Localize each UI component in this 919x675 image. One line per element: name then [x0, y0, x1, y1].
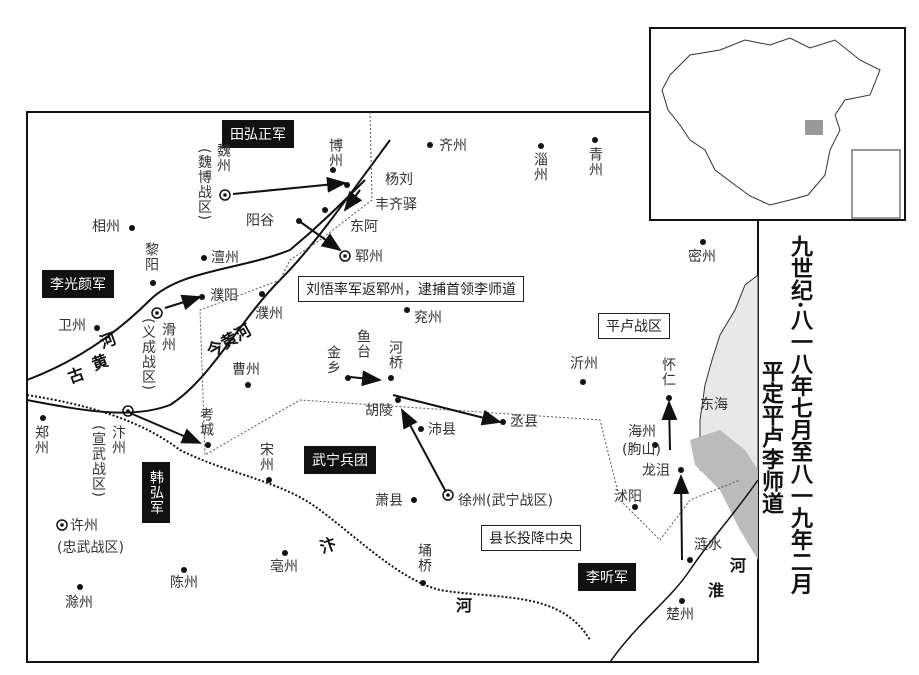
- place-label: 亳州: [270, 559, 298, 575]
- place-label: 龙沮: [642, 463, 670, 479]
- river-label: 河: [730, 556, 747, 575]
- city-dots: [40, 137, 706, 604]
- place-label: (义成战区): [140, 318, 156, 391]
- place-label: (宣武战区): [90, 425, 106, 498]
- place-label: 郓州: [355, 249, 383, 265]
- army-label-hanhong: 韩弘军: [142, 462, 170, 523]
- place-label: 宋州: [258, 442, 274, 472]
- map-title-subject: 平定平卢李师道: [758, 360, 784, 514]
- place-label: 淄州: [532, 152, 548, 182]
- note-liuwu: 刘悟率军返郓州，逮捕首领李师道: [298, 276, 524, 302]
- place-label: 徐州(武宁战区): [458, 493, 553, 509]
- place-label: 东海: [700, 397, 728, 413]
- place-label: 丰齐驿: [375, 197, 417, 213]
- place-label: 河桥: [387, 340, 403, 370]
- place-label: 齐州: [439, 138, 467, 154]
- old-yellow-river-bank: [26, 139, 391, 414]
- capital-markers: [56, 189, 454, 531]
- place-label: (朐山): [622, 442, 661, 458]
- place-label: 魏州: [215, 143, 231, 173]
- place-label: 海州: [628, 424, 656, 440]
- bian-river: [26, 394, 591, 641]
- note-pinglu: 平卢战区: [598, 313, 670, 339]
- place-label: 密州: [688, 249, 716, 265]
- army-label-liting: 李听军: [578, 563, 636, 591]
- army-label-liguangyan: 李光颜军: [42, 270, 114, 298]
- place-label: 许州: [70, 518, 98, 534]
- place-label: 楚州: [666, 607, 694, 623]
- place-label: 郑州: [33, 425, 49, 455]
- place-label: 丞县: [510, 414, 538, 430]
- place-label: 兖州: [414, 310, 442, 326]
- place-label: 滑州: [160, 322, 176, 352]
- capital-marker-centers: [60, 193, 450, 527]
- place-label: 汴州: [110, 425, 126, 455]
- old-yellow-river: [26, 179, 366, 381]
- place-label: 沂州: [570, 356, 598, 372]
- note-xianzhang: 县长投降中央: [481, 525, 581, 551]
- place-label: 涟水: [694, 537, 722, 553]
- place-label: 相州: [92, 219, 120, 235]
- river-label: 淮: [708, 581, 725, 600]
- army-label-tian: 田弘正军: [222, 120, 294, 148]
- place-label: 青州: [587, 147, 603, 177]
- place-label: 萧县: [375, 493, 403, 509]
- place-label: 胡陵: [365, 403, 393, 419]
- map-frame: [26, 111, 759, 663]
- place-label: 埇桥: [416, 543, 432, 573]
- place-label: 滁州: [65, 595, 93, 611]
- map-title-period: 九世纪·八一八年七月至八一九年二月: [787, 235, 813, 595]
- place-label: 沭阳: [614, 489, 642, 505]
- river-label: 河: [456, 596, 473, 615]
- place-label: 濮阳: [210, 288, 238, 304]
- army-label-wuning: 武宁兵团: [304, 446, 376, 474]
- place-label: 金乡: [325, 345, 341, 375]
- place-label: 考城: [198, 407, 214, 437]
- place-label: 黎阳: [143, 242, 159, 272]
- place-label: 杨刘: [385, 172, 413, 188]
- place-label: 怀仁: [660, 357, 676, 387]
- place-label: (忠武战区): [57, 540, 124, 556]
- china-inset-map: [649, 27, 906, 221]
- place-label: 卫州: [58, 318, 86, 334]
- place-label: (魏博战区): [196, 148, 212, 221]
- huai-river: [609, 479, 759, 663]
- place-label: 陈州: [170, 575, 198, 591]
- place-label: 濮州: [255, 306, 283, 322]
- place-label: 鱼台: [355, 329, 371, 359]
- lake-shaded: [690, 430, 758, 560]
- place-label: 阳谷: [246, 213, 274, 229]
- place-label: 澶州: [211, 250, 239, 266]
- place-label: 沛县: [428, 422, 456, 438]
- boundary: [199, 111, 741, 541]
- place-label: 博州: [327, 138, 343, 168]
- place-label: 曹州: [232, 362, 260, 378]
- place-label: 东阿: [350, 219, 378, 235]
